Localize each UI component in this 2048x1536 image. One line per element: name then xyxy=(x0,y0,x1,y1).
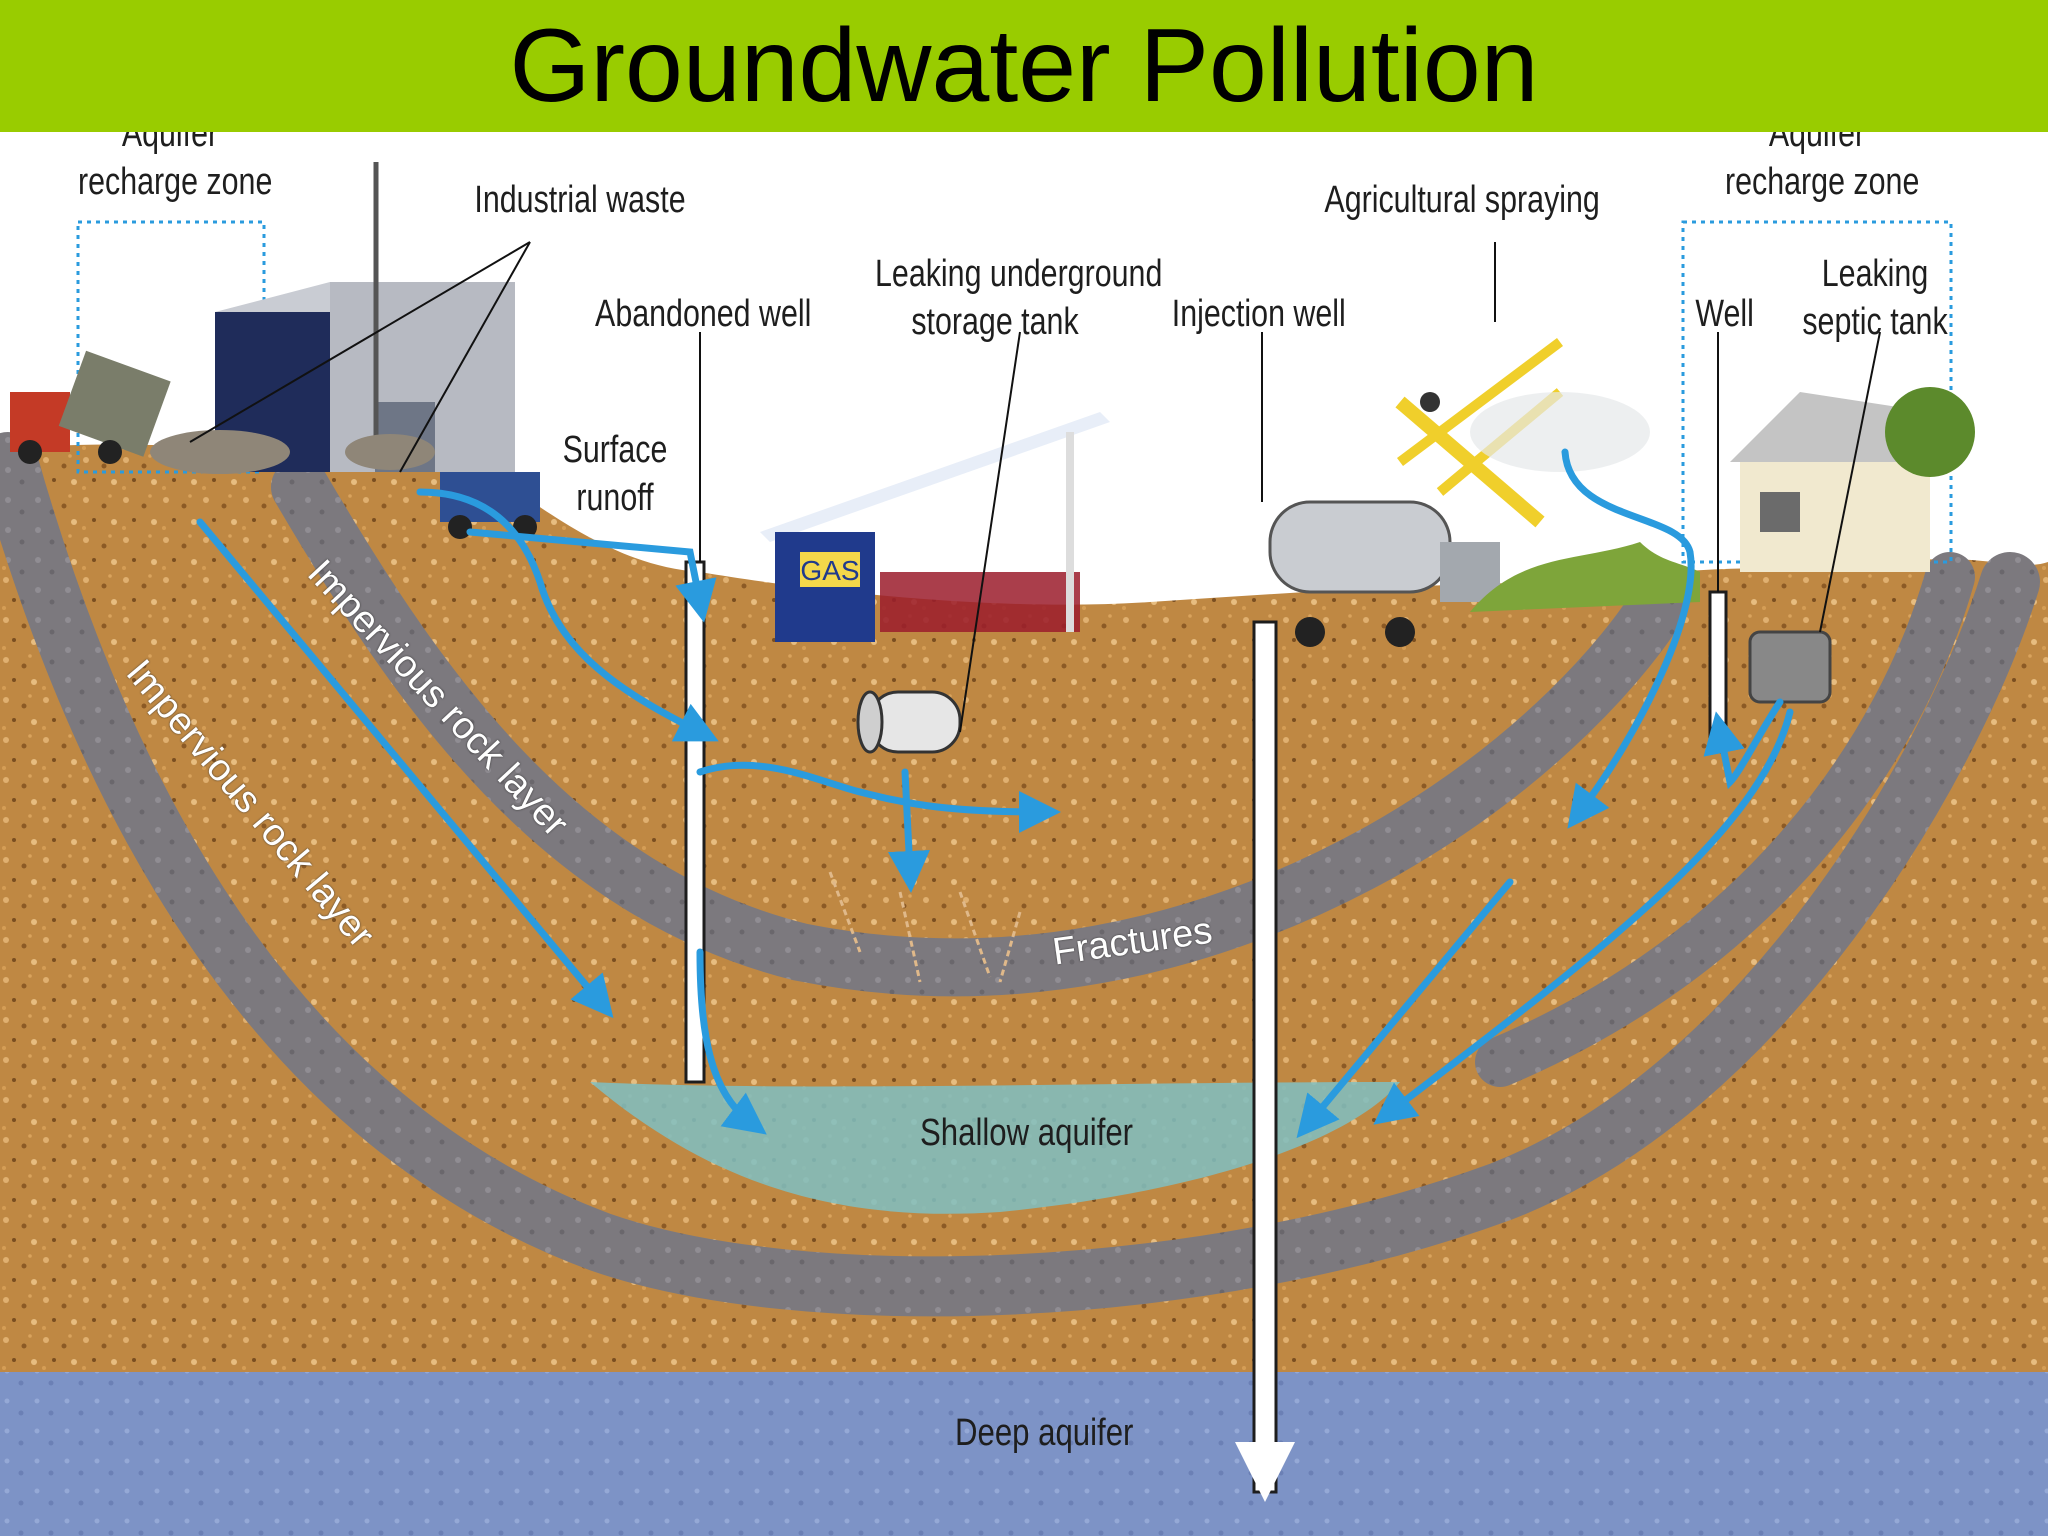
septic-tank xyxy=(1748,630,1832,704)
fracture-line xyxy=(828,871,1022,983)
rock-layer-lower xyxy=(0,432,2040,1317)
injection-well-pipe xyxy=(1252,620,1278,1494)
flow-arrow xyxy=(696,761,1061,833)
flow-arrow xyxy=(1561,448,1695,829)
label-aquifer-right: Aquifer recharge zone xyxy=(1725,132,1920,203)
diagram-svg: GAS xyxy=(0,162,2048,1536)
flow-arrow xyxy=(1373,708,1794,1125)
flow-arrow xyxy=(416,488,719,742)
right-well-pipe xyxy=(1708,590,1728,754)
shallow-aquifer-layer xyxy=(590,1082,1400,1214)
label-agricultural-spraying: Agricultural spraying xyxy=(1324,179,1600,221)
recharge-zone-left-box xyxy=(76,220,266,474)
waste-pile xyxy=(345,434,435,470)
rock-layer-right-short xyxy=(1475,552,1975,1087)
flow-arrow xyxy=(887,768,930,893)
grass-patch xyxy=(1470,542,1700,612)
waste-pile xyxy=(150,430,290,474)
label-aquifer-left: Aquifer recharge zone xyxy=(78,132,273,203)
groundwater-diagram: GAS xyxy=(0,132,2048,1536)
dump-truck xyxy=(10,350,171,464)
industrial-building xyxy=(215,162,515,472)
flow-arrows xyxy=(196,448,1794,1139)
label-industrial-waste: Industrial waste xyxy=(474,179,686,221)
flow-arrow xyxy=(696,948,767,1135)
title-bar: Groundwater Pollution xyxy=(0,0,2048,132)
label-leaking-storage-tank: Leaking underground storage tank xyxy=(875,253,1163,343)
rock-layer-upper xyxy=(271,458,1689,997)
label-abandoned-well: Abandoned well xyxy=(595,293,812,335)
flow-arrow xyxy=(1703,698,1784,790)
flow-arrow xyxy=(466,528,717,623)
gas-station: GAS xyxy=(760,412,1110,642)
label-shallow-aquifer: Shallow aquifer xyxy=(920,1112,1134,1154)
crop-duster-plane xyxy=(1395,338,1650,528)
farm-house xyxy=(1730,387,1975,572)
tanker-truck xyxy=(1268,500,1500,647)
label-deep-aquifer: Deep aquifer xyxy=(955,1412,1134,1454)
deep-aquifer-layer xyxy=(0,1372,2048,1536)
flow-arrow xyxy=(1296,878,1514,1139)
flow-arrow xyxy=(196,518,614,1019)
label-injection-well: Injection well xyxy=(1171,293,1346,335)
label-leaking-septic-tank: Leaking septic tank xyxy=(1802,253,1948,343)
gas-sign-text: GAS xyxy=(800,555,859,586)
label-well: Well xyxy=(1695,293,1754,335)
page-title: Groundwater Pollution xyxy=(509,8,1539,124)
label-surface-runoff: Surface runoff xyxy=(562,429,668,519)
underground-storage-tank xyxy=(856,690,962,754)
